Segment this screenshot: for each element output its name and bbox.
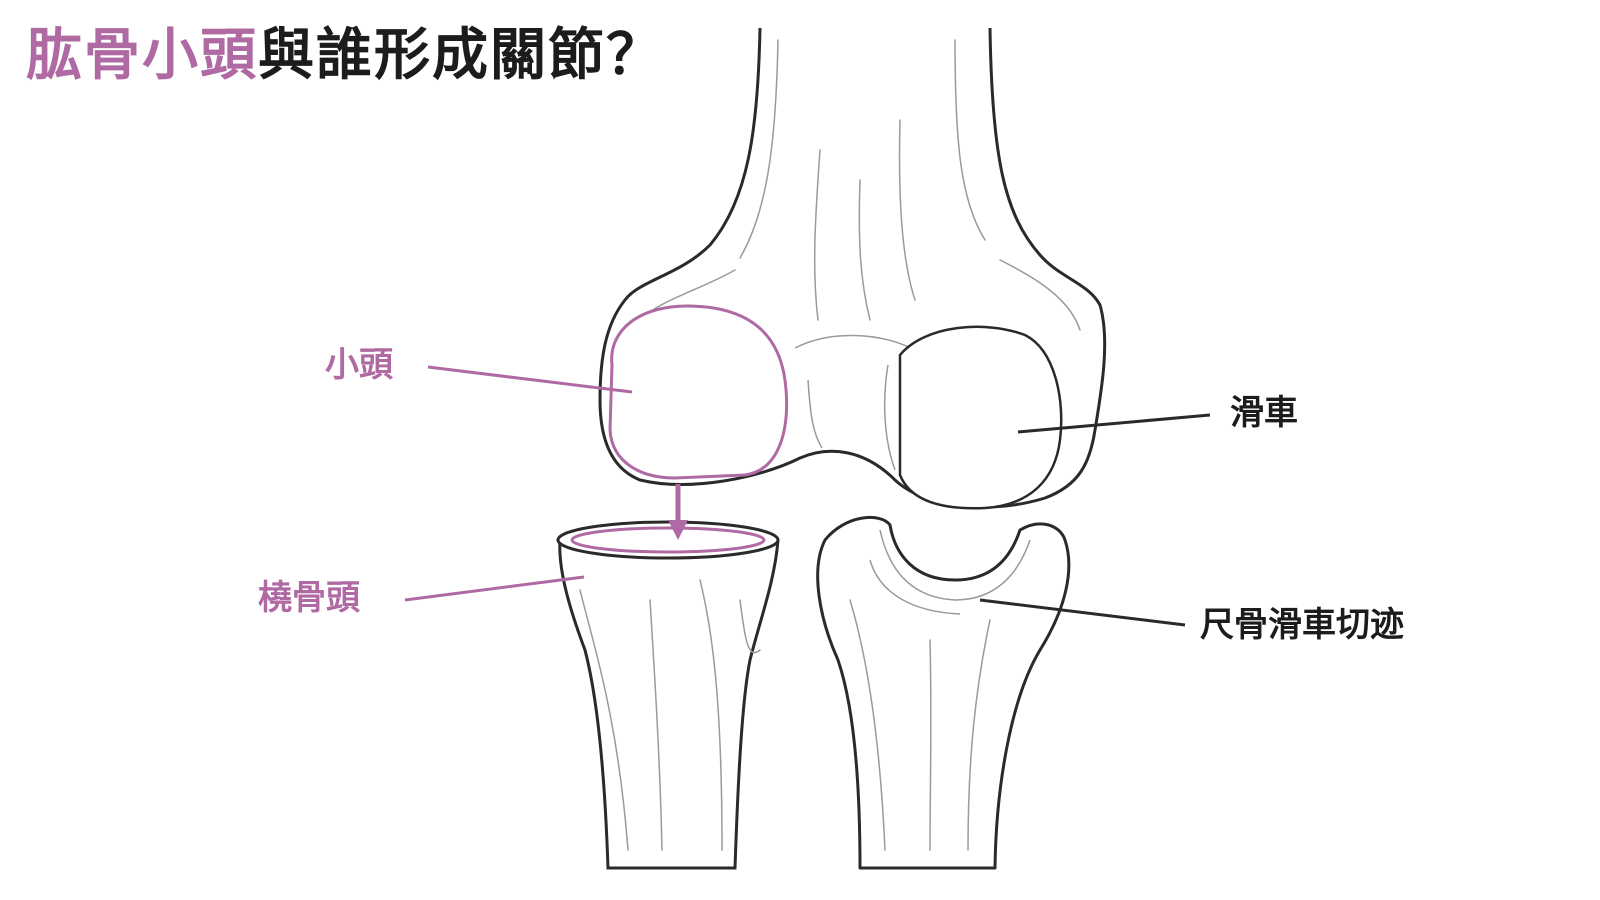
ulna-shading [849,599,991,851]
radius-shading [579,579,761,851]
radial-head-fovea [570,526,766,554]
title-highlight: 肱骨小頭 [26,23,258,88]
leader-line-trochlear-notch [979,598,1186,627]
label-trochlea: 滑車 [1230,393,1298,433]
trochlear-groove [794,334,916,471]
leader-line-trochlea [1017,413,1211,434]
ulna-outline [816,515,1071,870]
label-trochlear-notch: 尺骨滑車切迹 [1200,605,1404,645]
leader-line-capitulum [427,365,633,394]
ulna-notch-shading [869,529,1031,615]
page-title: 肱骨小頭與誰形成關節？ [26,20,664,92]
humerus-shaft-shading [639,39,1081,331]
leader-line-radial-head [404,575,585,602]
label-radial-head: 橈骨頭 [258,578,360,618]
ulna [816,515,1071,870]
trochlea-outline [898,325,1063,510]
title-rest: 與誰形成關節？ [258,23,664,88]
label-capitulum: 小頭 [325,345,393,385]
radius-outline [558,539,780,870]
radius [556,520,780,870]
humerus [598,27,1107,510]
capitulum-outline [608,304,789,480]
